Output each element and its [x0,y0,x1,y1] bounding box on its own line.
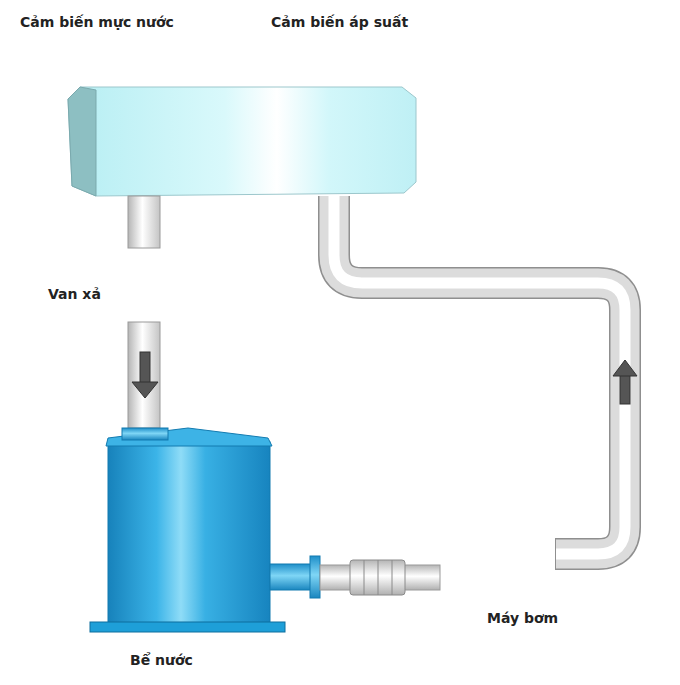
supply-pipe [334,196,625,554]
part-label: Cảm biến mực nước [20,14,174,31]
part-label-holder: Bể nước [130,652,193,669]
drain-pipe [128,322,160,428]
part-label-holder: Máy bơm [487,610,558,627]
outlet-flange [310,556,320,598]
flow-arrow [140,352,150,384]
part-label: Máy bơm [487,610,558,627]
pipe-coupling [350,560,405,595]
part-label-holder: Cảm biến mực nước [20,14,174,31]
part-label: Bể nước [130,652,193,669]
part-label: Van xả [48,286,101,303]
pipe-coupling [364,560,365,595]
drain-pipe [128,196,160,248]
upper-tank-side [68,87,96,196]
part-label: Cảm biến áp suất [271,14,408,31]
flow-arrow [132,382,158,398]
lower-tank-lid [106,428,272,446]
part-label-holder: Van xả [48,286,101,303]
supply-pipe-highlight [334,196,625,554]
tank-base [90,622,285,632]
flow-arrow [613,360,637,376]
tank-inlet [122,428,168,440]
tank-outlet [270,564,312,590]
lower-tank [108,442,270,624]
pipe-coupling [392,560,393,595]
flow-arrow [620,374,630,404]
pipe-coupling [378,560,379,595]
part-label-holder: Cảm biến áp suất [271,14,408,31]
supply-pipe [334,196,625,554]
upper-tank [68,87,416,196]
